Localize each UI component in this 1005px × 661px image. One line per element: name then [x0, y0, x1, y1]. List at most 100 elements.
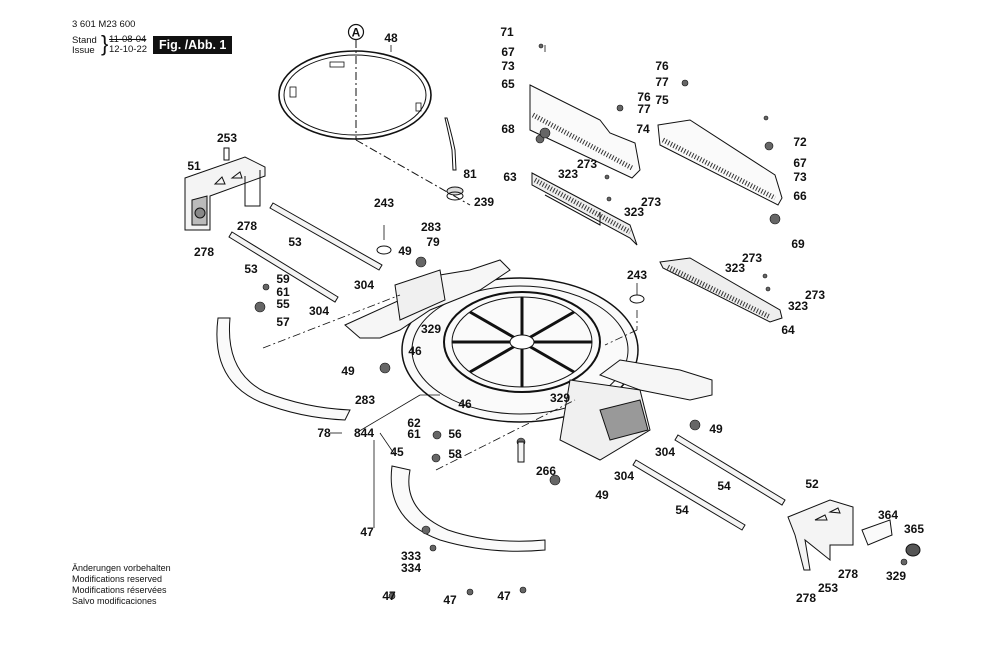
fence-part-65 — [529, 84, 641, 179]
label-part-253 — [223, 147, 230, 161]
callout-266: 266 — [536, 464, 556, 478]
callout-49: 49 — [341, 364, 355, 378]
callout-304: 304 — [309, 304, 329, 318]
callout-334: 334 — [401, 561, 421, 575]
callout-75: 75 — [655, 93, 669, 107]
callout-69: 69 — [791, 237, 805, 251]
fence-part-64 — [659, 257, 783, 323]
notice-line-en: Modifications reserved — [72, 574, 163, 584]
callout-273: 273 — [577, 157, 597, 171]
callout-304: 304 — [354, 278, 374, 292]
callout-61: 61 — [276, 285, 290, 299]
callout-329: 329 — [421, 322, 441, 336]
issue-label: Issue — [72, 45, 95, 56]
callout-47: 47 — [382, 589, 396, 603]
callout-844: 844 — [354, 426, 374, 440]
callout-47: 47 — [497, 589, 511, 603]
callout-52: 52 — [805, 477, 819, 491]
callout-76: 76 — [655, 59, 669, 73]
stand-issue-labels: Stand Issue — [72, 36, 97, 56]
scale-part-78 — [216, 317, 351, 421]
callout-49: 49 — [398, 244, 412, 258]
callout-53: 53 — [244, 262, 258, 276]
callout-283: 283 — [355, 393, 375, 407]
callout-77: 77 — [655, 75, 669, 89]
callout-278: 278 — [194, 245, 214, 259]
callout-329: 329 — [886, 569, 906, 583]
callout-47: 47 — [360, 525, 374, 539]
callout-364: 364 — [878, 508, 898, 522]
callout-323: 323 — [788, 299, 808, 313]
modifications-notice: Änderungen vorbehalten Modifications res… — [72, 563, 171, 607]
callout-46: 46 — [458, 397, 472, 411]
callout-54: 54 — [675, 503, 689, 517]
callout-47: 47 — [443, 593, 457, 607]
callout-253: 253 — [818, 581, 838, 595]
fence-part-63 — [531, 172, 638, 246]
callout-57: 57 — [276, 315, 290, 329]
callout-54: 54 — [717, 479, 731, 493]
callout-239: 239 — [474, 195, 494, 209]
callout-74: 74 — [636, 122, 650, 136]
callout-81: 81 — [463, 167, 477, 181]
callout-243: 243 — [374, 196, 394, 210]
rod-part-54-lower — [632, 459, 746, 531]
callout-323: 323 — [624, 205, 644, 219]
grommet-part-239 — [446, 186, 464, 201]
callout-49: 49 — [709, 422, 723, 436]
callout-56: 56 — [448, 427, 462, 441]
reference-marker-a: A — [347, 23, 471, 206]
brace-icon: } — [101, 31, 109, 56]
leader-lines — [330, 45, 638, 528]
callout-77: 77 — [637, 102, 651, 116]
callout-329: 329 — [550, 391, 570, 405]
notice-line-es: Salvo modificaciones — [72, 596, 157, 606]
callout-278: 278 — [796, 591, 816, 605]
extension-part-52 — [787, 499, 854, 571]
scale-part-45 — [390, 465, 546, 552]
callout-365: 365 — [904, 522, 924, 536]
callout-68: 68 — [501, 122, 515, 136]
callout-67: 67 — [793, 156, 807, 170]
callout-73: 73 — [793, 170, 807, 184]
callout-73: 73 — [501, 59, 515, 73]
callout-67: 67 — [501, 45, 515, 59]
callout-46: 46 — [408, 344, 422, 358]
callout-58: 58 — [448, 447, 462, 461]
callout-323: 323 — [725, 261, 745, 275]
callout-51: 51 — [187, 159, 201, 173]
rod-part-53-lower — [228, 231, 339, 303]
callout-253: 253 — [217, 131, 237, 145]
callout-273: 273 — [742, 251, 762, 265]
callout-65: 65 — [501, 77, 515, 91]
callout-79: 79 — [426, 235, 440, 249]
callout-278: 278 — [838, 567, 858, 581]
callout-61: 61 — [407, 427, 421, 441]
knob-part-365 — [905, 543, 921, 557]
callout-45: 45 — [390, 445, 404, 459]
notice-line-de: Änderungen vorbehalten — [72, 563, 171, 573]
new-date: 12-10-22 — [109, 44, 148, 55]
callout-76: 76 — [637, 90, 651, 104]
callout-78: 78 — [317, 426, 331, 440]
callout-48: 48 — [384, 31, 398, 45]
callout-72: 72 — [793, 135, 807, 149]
stand-label: Stand — [72, 35, 97, 46]
document-number: 3 601 M23 600 — [72, 19, 136, 30]
cover-part-243-right — [629, 294, 645, 304]
figure-badge: Fig. /Abb. 1 — [153, 36, 233, 54]
callout-53: 53 — [288, 235, 302, 249]
plate-part-364 — [861, 519, 893, 546]
cover-part-243-left — [376, 245, 392, 255]
callout-64: 64 — [781, 323, 795, 337]
notice-line-fr: Modifications réservées — [72, 585, 167, 595]
bar-part-81 — [444, 117, 457, 171]
revision-dates: 11-08-04 12-10-22 — [109, 35, 147, 55]
callout-66: 66 — [793, 189, 807, 203]
assembly-lines — [262, 294, 638, 471]
callout-labels: 48 253 51 278 278 53 53 243 283 79 49 30… — [187, 25, 924, 607]
turntable-base — [344, 259, 713, 461]
callout-59: 59 — [276, 272, 290, 286]
callout-304: 304 — [655, 445, 675, 459]
